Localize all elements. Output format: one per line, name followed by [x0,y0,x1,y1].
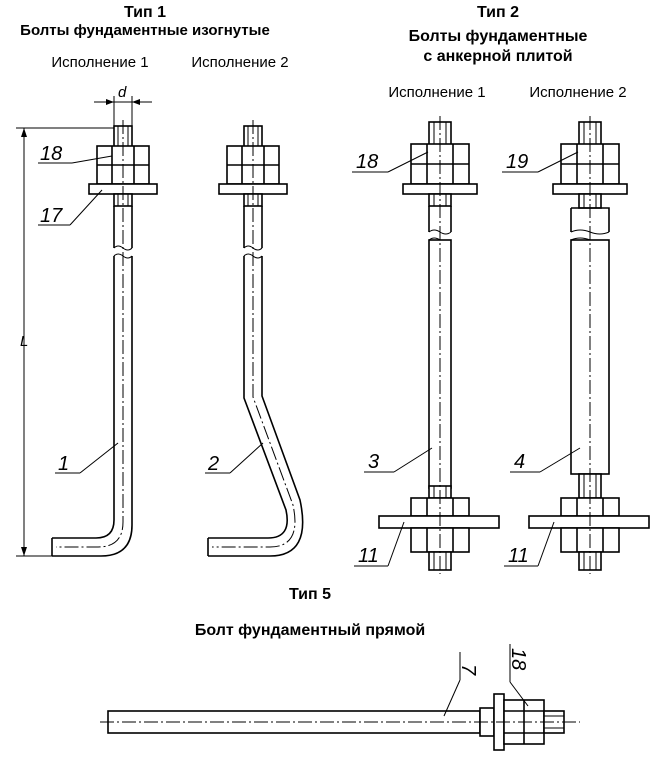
dim-d-label: d [118,84,127,101]
callout-18b: 18 [356,151,378,173]
dim-L-label: L [20,333,28,350]
type1-variant2-label: Исполнение 2 [191,54,289,71]
type2-title: Тип 2 [476,4,519,21]
callout-1: 1 [58,453,69,475]
callout-4: 4 [514,451,525,473]
type2-variant1-bolt [378,116,500,574]
type1-variant1-label: Исполнение 1 [51,54,149,71]
type2-subtitle-line2: с анкерной плитой [423,48,573,65]
type5-callouts: 7 18 [443,644,529,717]
type2-variant1-label: Исполнение 1 [388,84,486,101]
type2-v1-callouts: 18 3 11 [352,151,433,567]
type5-bolt [100,693,580,751]
type5-subtitle: Болт фундаментный прямой [194,622,426,639]
type1-subtitle: Болты фундаментные изогнутые [20,22,270,39]
dimension-L: L [16,127,114,557]
callout-7: 7 [457,664,479,676]
callout-2: 2 [207,453,219,475]
type2-v2-callouts: 19 4 11 [502,151,581,567]
callout-17: 17 [40,205,63,227]
callout-11b: 11 [508,545,529,567]
type1-v1-callouts: 18 17 1 [38,143,119,475]
callout-18: 18 [40,143,62,165]
type1-title: Тип 1 [123,4,166,21]
type2-variant2-label: Исполнение 2 [529,84,627,101]
type2-subtitle-line1: Болты фундаментные [408,28,588,45]
type5-title: Тип 5 [288,586,331,603]
type1-variant1-bolt [51,120,158,557]
callout-3: 3 [368,451,379,473]
callout-18c: 18 [507,648,529,670]
type1-variant2-bolt [207,120,304,557]
type2-variant2-bolt [528,116,650,574]
callout-19: 19 [506,151,528,173]
dimension-d: d [94,84,152,128]
callout-11a: 11 [358,545,379,567]
type1-v2-callouts: 2 [205,442,264,475]
